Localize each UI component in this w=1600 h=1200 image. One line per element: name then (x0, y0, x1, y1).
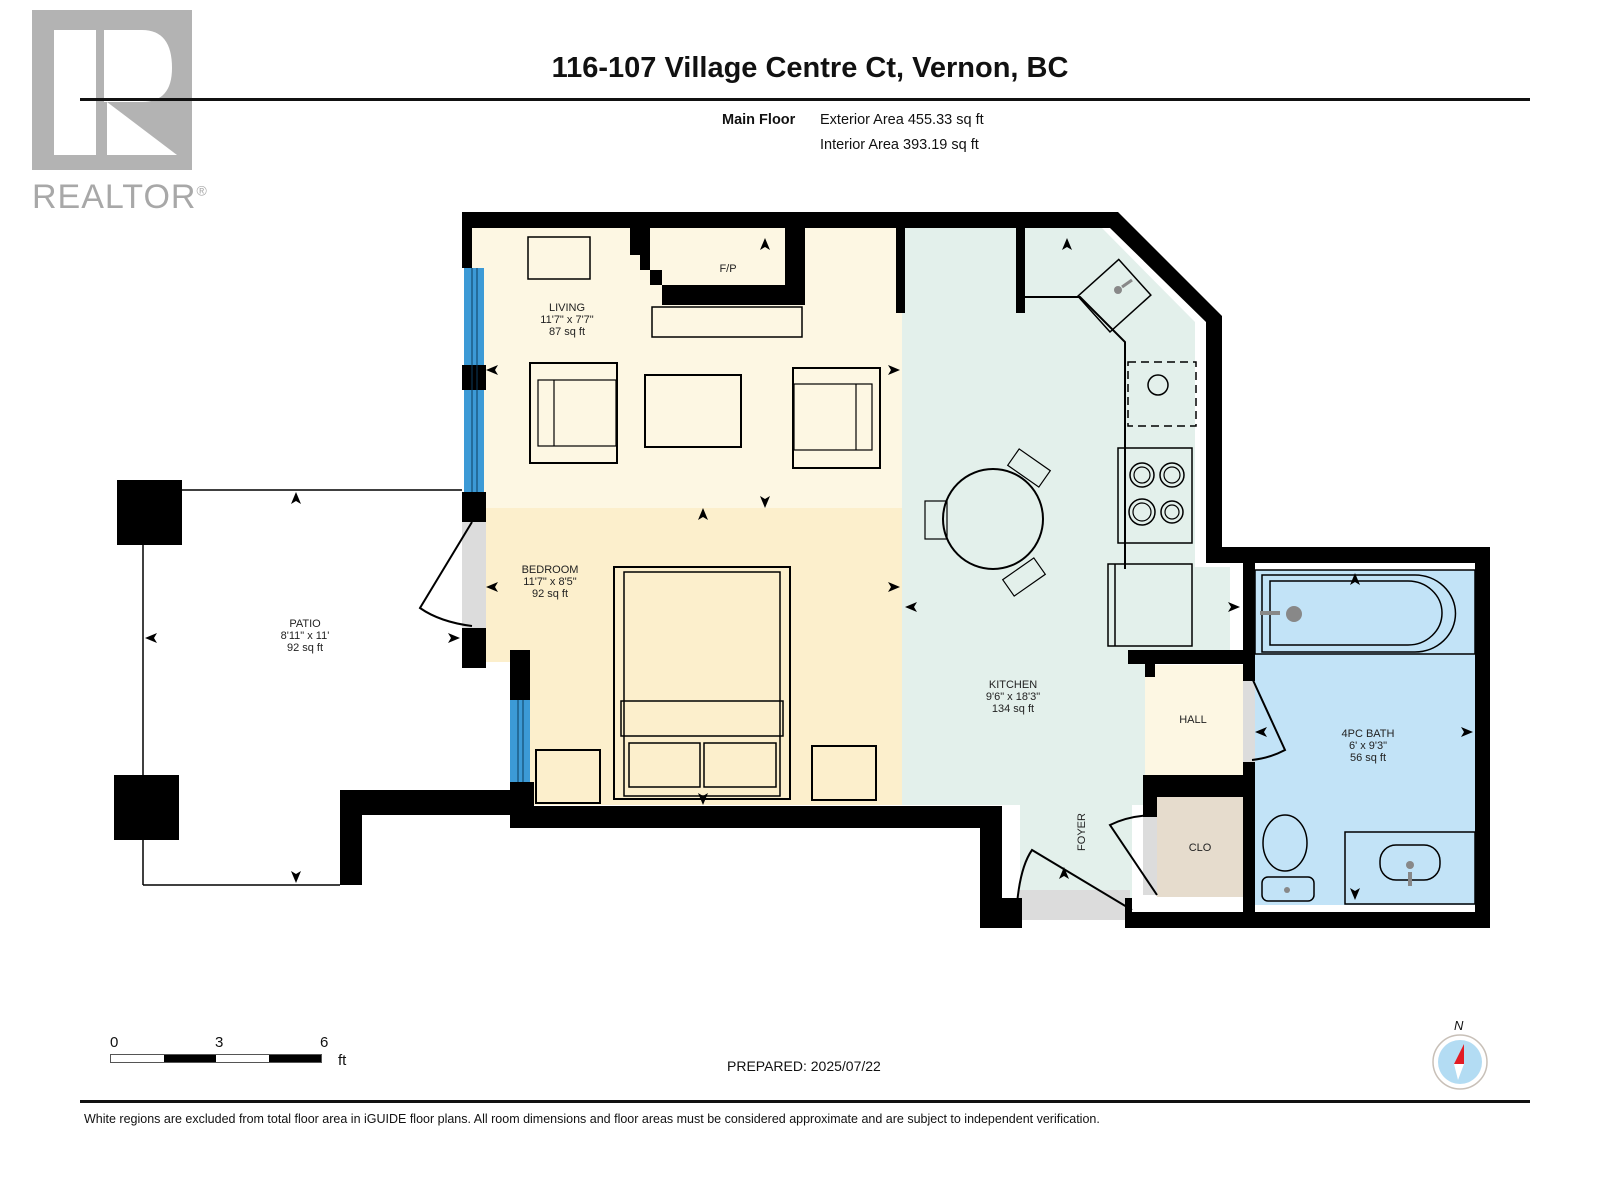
bath-door-gap (1243, 680, 1255, 765)
window-bedroom (510, 700, 530, 782)
bath-door-swing (1251, 677, 1287, 761)
compass-north-label: N (1454, 1018, 1464, 1033)
room-closet (1157, 797, 1245, 897)
room-bath (1255, 570, 1475, 905)
compass-icon (1432, 1034, 1488, 1090)
floor-label: Main Floor (722, 112, 796, 128)
scale-bar: 0 3 6 ft (110, 1034, 370, 1074)
dimension-arrows (145, 238, 1473, 900)
window-living-lower (464, 390, 484, 492)
patio-post-bottom (114, 775, 179, 840)
foyer-label: FOYER (1076, 813, 1088, 851)
vanity-icon (1344, 831, 1476, 905)
realtor-r-mark-icon (32, 10, 192, 170)
scale-tick-0: 0 (110, 1034, 119, 1051)
closet-door-gap (1143, 815, 1157, 895)
closet-label: CLO (1189, 842, 1212, 854)
scale-unit: ft (338, 1052, 347, 1069)
hall-label: HALL (1179, 714, 1207, 726)
page-title: 116-107 Village Centre Ct, Vernon, BC (551, 52, 1069, 84)
fridge-icon (1107, 563, 1193, 647)
header-divider (80, 98, 1530, 101)
room-bedroom (472, 508, 902, 805)
windows (464, 268, 530, 782)
scale-tick-3: 3 (215, 1034, 224, 1051)
bath-fixture-details (1260, 606, 1414, 893)
living-furniture (527, 236, 881, 469)
disclaimer: White regions are excluded from total fl… (84, 1112, 1100, 1126)
interior-area: Interior Area 393.19 sq ft (820, 137, 979, 153)
scale-bar-segments (110, 1054, 322, 1063)
patio-post-top (117, 480, 182, 545)
compass: N (1430, 1018, 1490, 1090)
bathtub-icon (1261, 574, 1457, 653)
room-kitchen (902, 228, 1230, 918)
entry-door-swing (1015, 848, 1133, 921)
realtor-wordmark: REALTOR® (32, 178, 208, 216)
closet-door-swing (1108, 814, 1158, 896)
scale-tick-6: 6 (320, 1034, 329, 1051)
exterior-area: Exterior Area 455.33 sq ft (820, 112, 984, 128)
dishwasher-icon (1127, 361, 1197, 427)
sink-icon (1076, 258, 1152, 333)
patio-door-swing (418, 521, 473, 627)
walls (340, 212, 1490, 928)
fireplace-label: F/P (719, 263, 736, 275)
entry-door-gap (1018, 890, 1130, 920)
bath-fixtures (1254, 569, 1476, 905)
toilet-icon (1262, 814, 1308, 872)
sink-faucet-icon (1114, 278, 1133, 294)
window-living-upper (464, 268, 484, 365)
realtor-logo: REALTOR® (32, 10, 207, 216)
patio-door-gap (462, 520, 486, 630)
cooktop-icon (1117, 447, 1193, 544)
kitchen-fixtures (924, 258, 1197, 647)
room-hall (1145, 665, 1245, 775)
patio-structure (114, 480, 462, 886)
footer-divider (80, 1100, 1530, 1103)
door-swings (418, 521, 1287, 921)
dining-table-icon (942, 468, 1044, 570)
prepared-date: PREPARED: 2025/07/22 (727, 1058, 881, 1074)
